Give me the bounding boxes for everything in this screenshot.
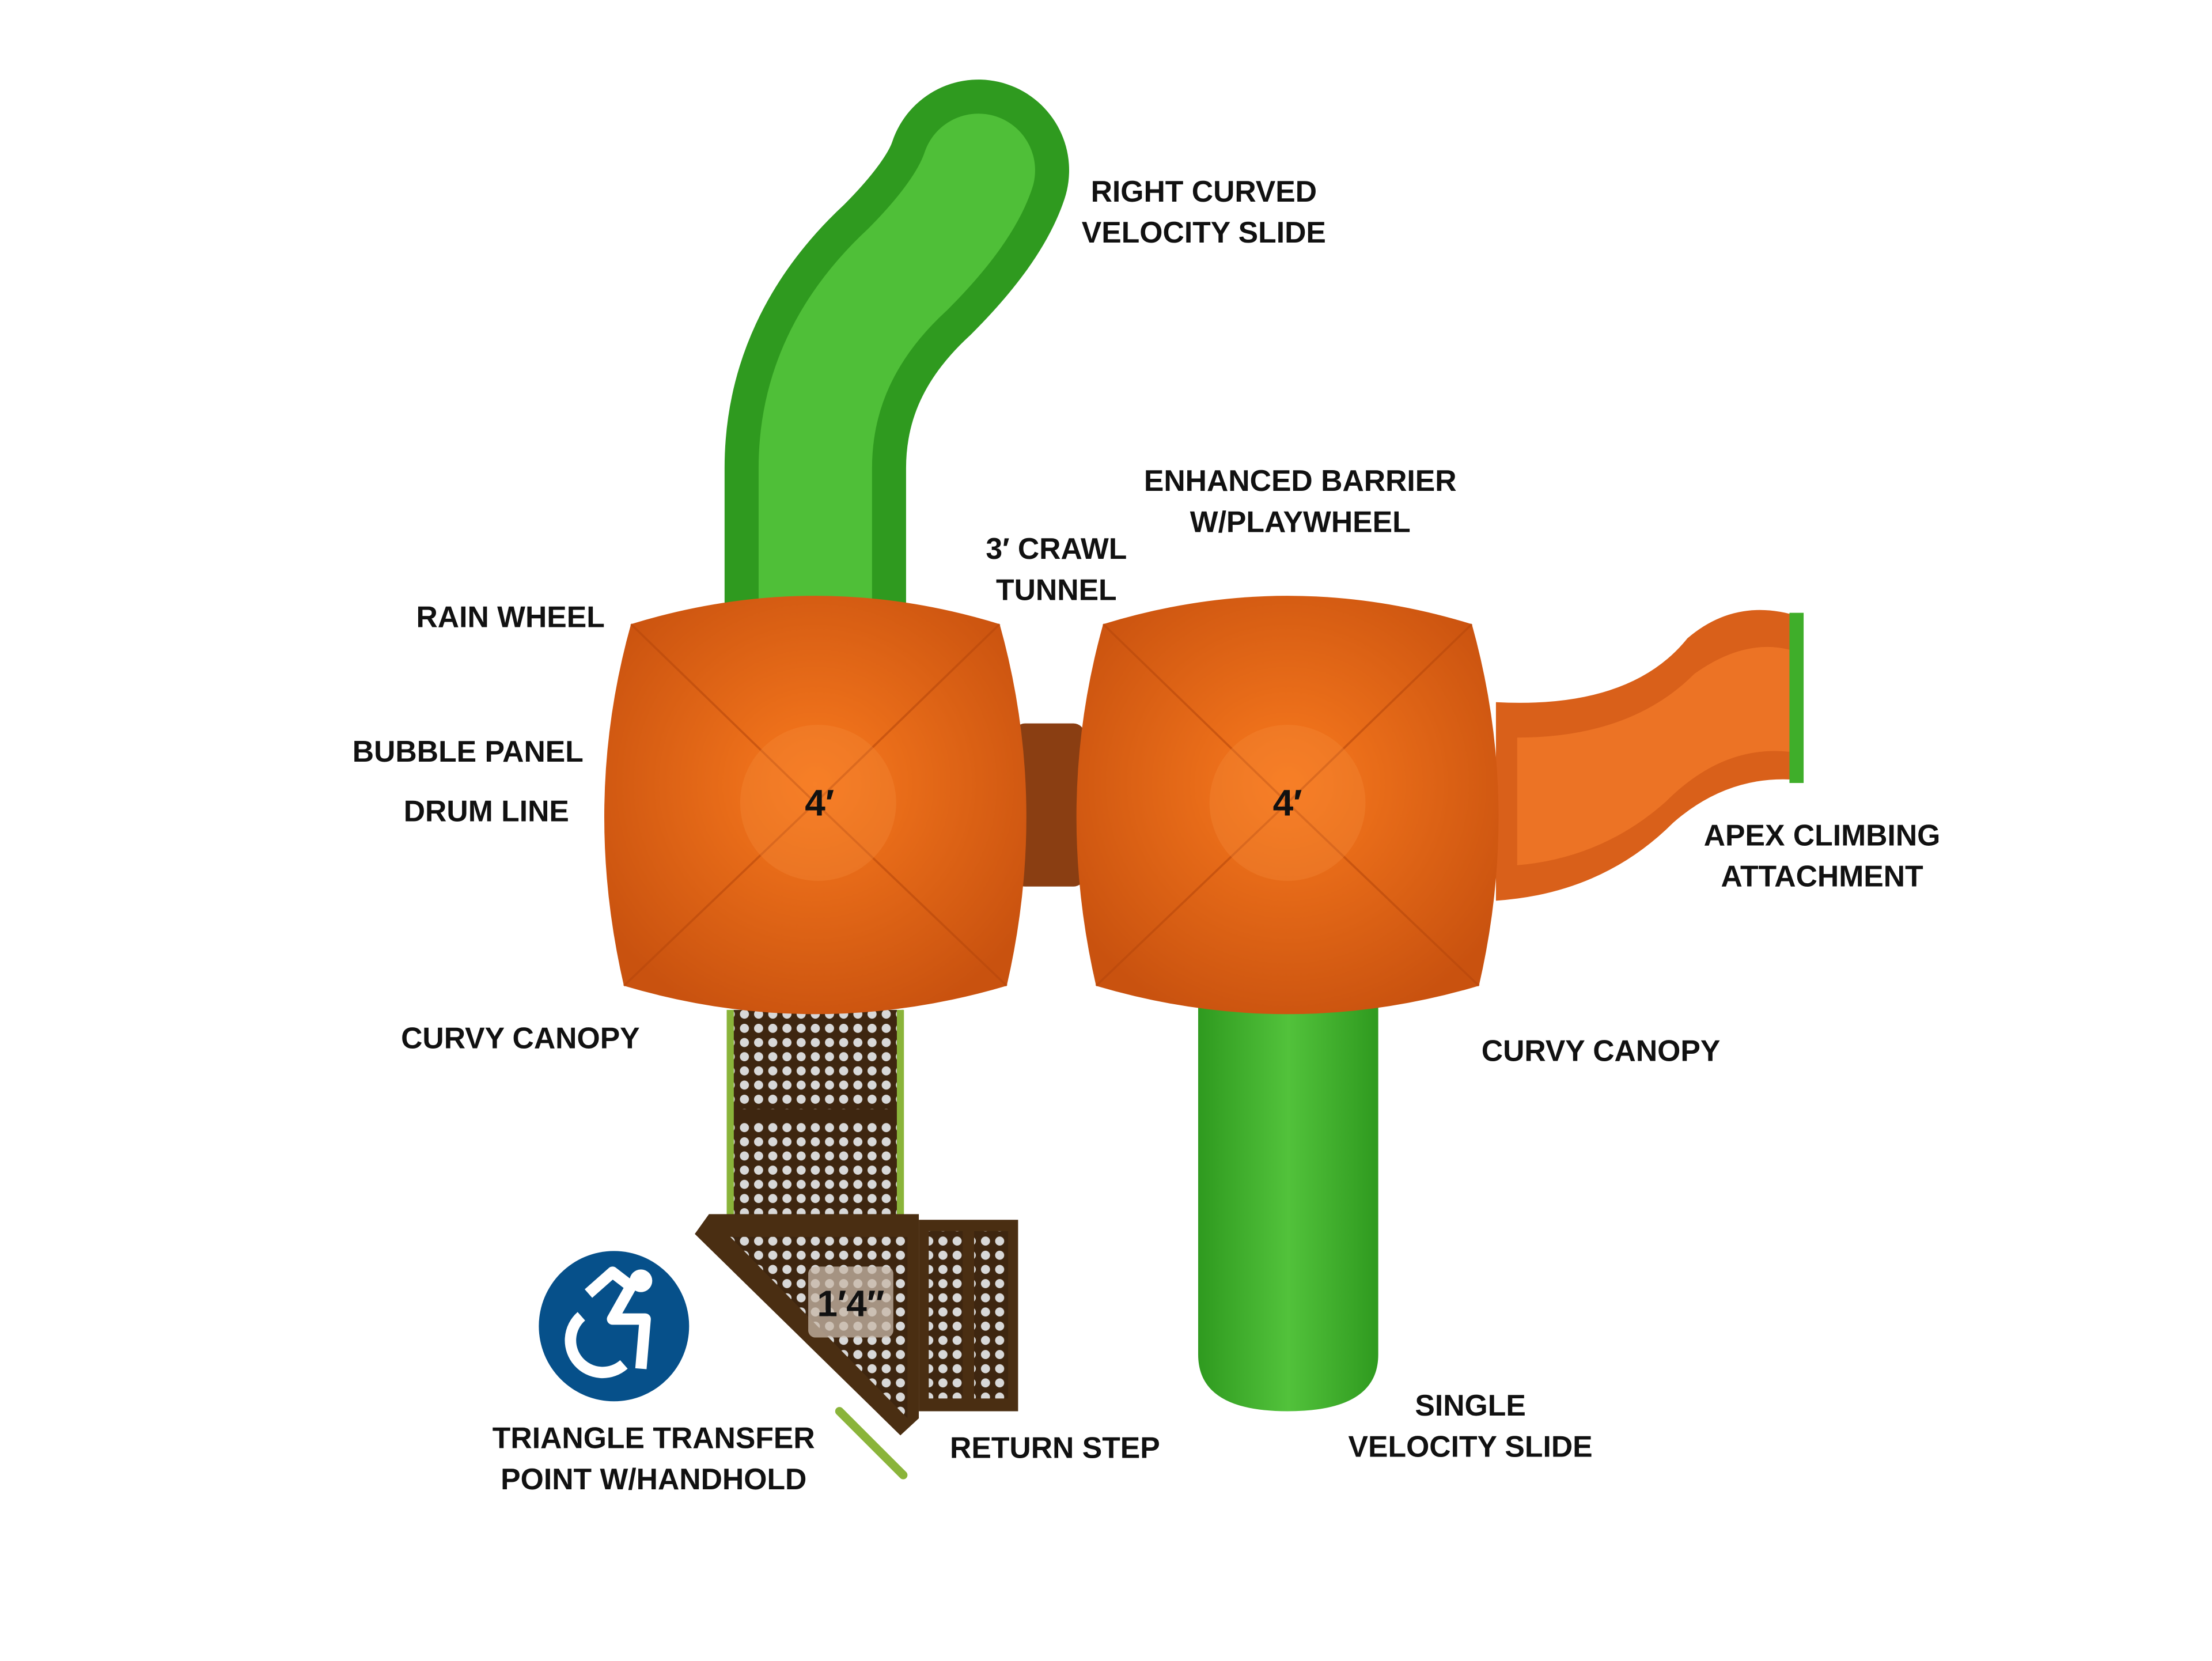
label-enhanced-barrier-2: W/PLAYWHEEL <box>1190 505 1411 538</box>
label-curvy-canopy-left: CURVY CANOPY <box>401 1021 640 1054</box>
label-single-slide-2: VELOCITY SLIDE <box>1349 1429 1593 1463</box>
label-return-step: RETURN STEP <box>950 1431 1160 1465</box>
wheelchair-accessible-icon <box>539 1251 690 1402</box>
curvy-canopy-left: 4′ <box>604 596 1027 1015</box>
single-velocity-slide <box>1198 993 1378 1412</box>
label-bubble-panel: BUBBLE PANEL <box>353 735 584 768</box>
label-apex-climbing-2: ATTACHMENT <box>1721 860 1923 893</box>
label-crawl-tunnel-1: 3′ CRAWL <box>986 532 1127 565</box>
label-triangle-transfer-2: POINT W/HANDHOLD <box>501 1462 806 1496</box>
return-step <box>919 1220 1018 1412</box>
transfer-height-label: 1′4″ <box>817 1283 884 1325</box>
curvy-canopy-right: 4′ <box>1076 596 1499 1015</box>
label-rain-wheel: RAIN WHEEL <box>416 600 604 633</box>
label-curvy-canopy-right: CURVY CANOPY <box>1482 1034 1721 1068</box>
label-right-curved-slide-2: VELOCITY SLIDE <box>1082 215 1326 249</box>
crawl-tunnel <box>1014 723 1085 887</box>
right-deck-height: 4′ <box>1273 782 1302 824</box>
label-right-curved-slide-1: RIGHT CURVED <box>1091 175 1317 208</box>
label-drum-line: DRUM LINE <box>404 794 569 828</box>
label-enhanced-barrier-1: ENHANCED BARRIER <box>1144 464 1457 497</box>
left-deck-height: 4′ <box>805 782 834 824</box>
label-triangle-transfer-1: TRIANGLE TRANSFER <box>493 1421 815 1455</box>
apex-climbing-attachment <box>1495 610 1804 901</box>
triangle-transfer-point: 1′4″ <box>695 1214 919 1480</box>
label-crawl-tunnel-2: TUNNEL <box>996 573 1117 607</box>
label-single-slide-1: SINGLE <box>1415 1388 1525 1422</box>
step-ladder <box>726 1009 904 1234</box>
label-apex-climbing-1: APEX CLIMBING <box>1704 818 1941 852</box>
handhold <box>835 1407 908 1480</box>
right-curved-velocity-slide <box>724 80 1069 701</box>
